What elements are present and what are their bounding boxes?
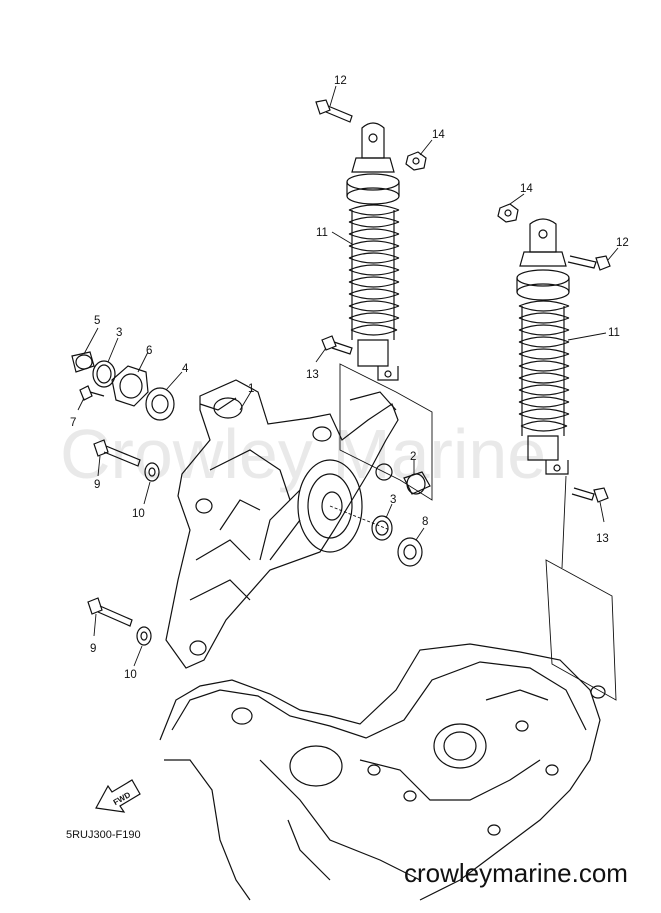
collar-2 [403,460,431,495]
oil-seal-3-upper [92,337,119,388]
rear-arm-bracket [165,379,399,669]
callout-14-right: 14 [520,183,533,195]
bearing-4 [145,371,183,421]
washer-10-upper [143,462,160,505]
callout-11-right: 11 [608,327,620,339]
bolt-12-right [567,247,619,271]
callout-9-upper: 9 [94,479,100,491]
callout-12-left: 12 [334,75,347,87]
callout-5: 5 [94,315,100,327]
callout-7: 7 [70,417,76,429]
bolt-13-left [315,335,353,363]
fwd-arrow-icon: FWD [95,779,141,813]
callout-10-lower: 10 [124,669,137,681]
callout-13-right: 13 [596,533,609,545]
callout-12-right: 12 [616,237,629,249]
callout-9-lower: 9 [90,643,96,655]
callout-labels: 1 2 3 3 4 5 6 7 8 9 9 10 10 11 11 12 12 … [70,75,629,681]
callout-8: 8 [422,516,428,528]
shock-absorber-left [346,122,400,381]
crankcase [159,643,606,901]
shock-absorber-right [516,218,570,475]
callout-6: 6 [146,345,152,357]
callout-14-left: 14 [432,129,445,141]
site-url: crowleymarine.com [404,858,628,888]
washer-10-lower [133,626,152,667]
retainer-6 [111,351,149,407]
bolt-12-left [315,85,353,123]
callout-13-left: 13 [306,369,319,381]
nut-14-right [497,193,525,223]
bolt-9-lower [87,597,133,637]
bolt-9-upper [93,439,141,477]
callout-1: 1 [248,383,254,395]
callout-3-upper: 3 [116,327,122,339]
diagram-code: 5RUJ300-F190 [66,829,141,841]
nut-14-left [405,139,433,171]
cap-8 [397,527,425,567]
collar-5 [71,327,99,373]
callout-3-lower: 3 [390,494,396,506]
callout-4: 4 [182,363,189,375]
oil-seal-3-lower [371,503,393,541]
bolt-7 [77,385,105,411]
callout-2: 2 [410,451,416,463]
callout-11-left: 11 [316,227,328,239]
bolt-13-right [571,487,609,523]
callout-10-upper: 10 [132,508,145,520]
